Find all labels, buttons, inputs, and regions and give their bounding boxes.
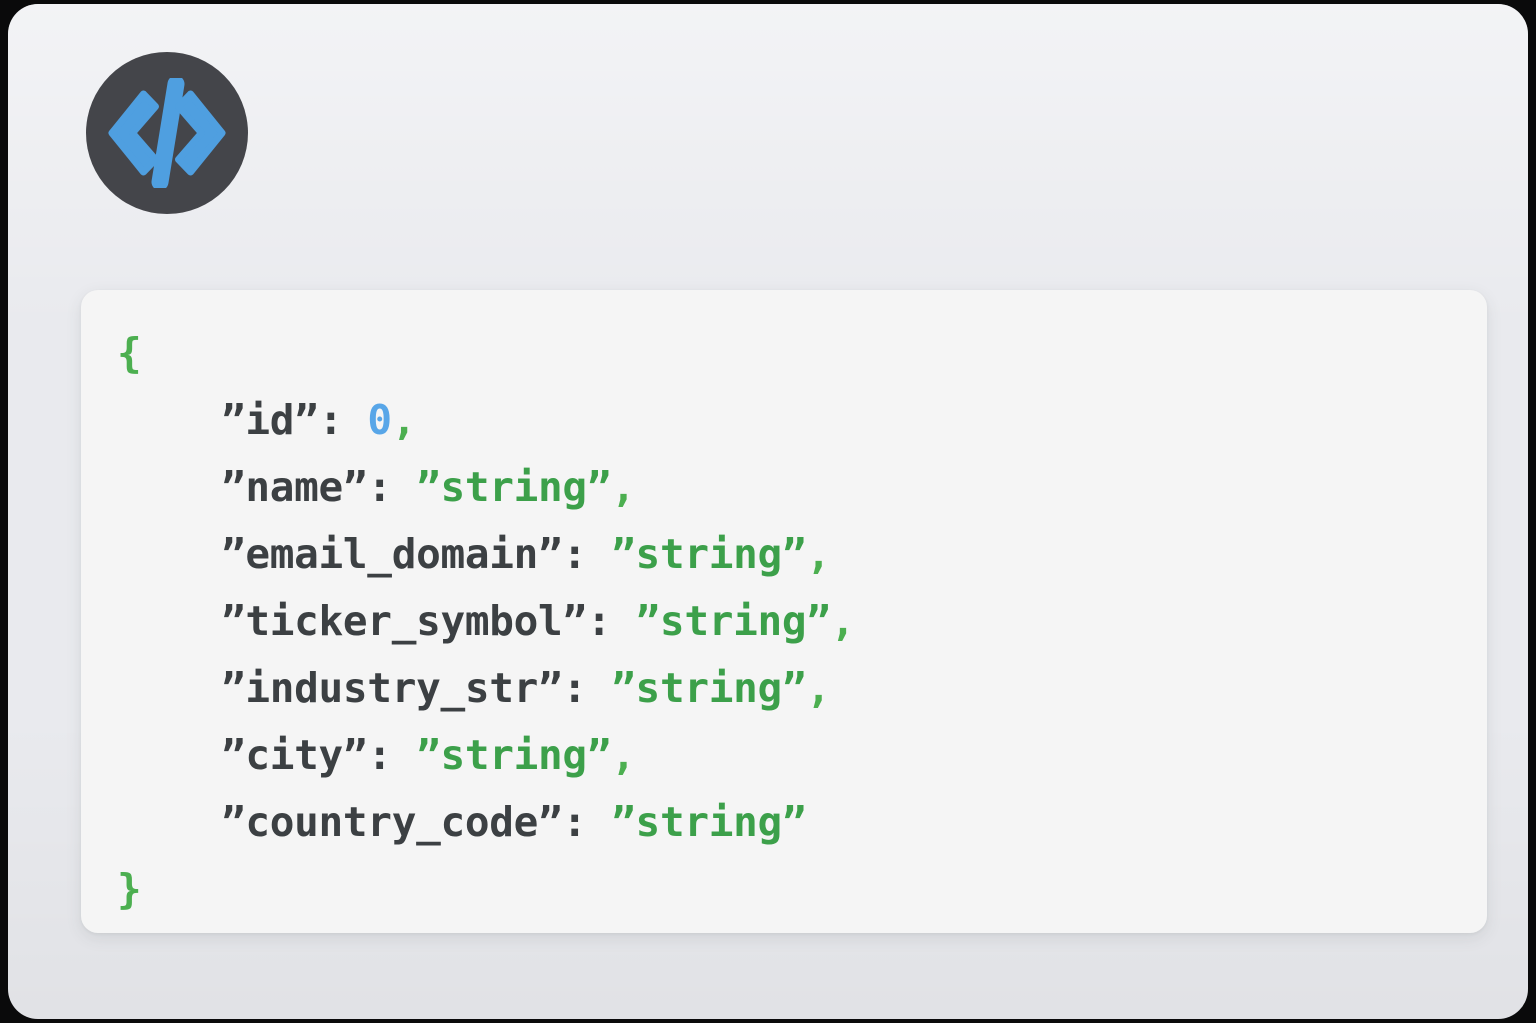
code-token-string: ”string”	[635, 597, 831, 645]
code-token-string: ”string”	[416, 731, 612, 779]
code-token-punct: :	[562, 530, 587, 578]
code-token-punct	[392, 463, 416, 511]
code-token-punct: :	[562, 798, 587, 846]
code-token-key: ”name”	[221, 463, 368, 511]
code-token-comma: ,	[806, 530, 831, 578]
code-token-punct: :	[562, 664, 587, 712]
code-line: ”industry_str”: ”string”,	[117, 655, 1469, 722]
code-token-brace: }	[117, 865, 142, 913]
code-logo-badge	[86, 52, 248, 214]
code-line: ”id”: 0,	[117, 387, 1469, 454]
code-line: ”country_code”: ”string”	[117, 789, 1469, 856]
code-token-punct: :	[586, 597, 612, 645]
code-token-comma: ,	[806, 664, 831, 712]
code-brackets-icon	[108, 78, 226, 188]
code-token-key: ”industry_str”	[221, 664, 563, 712]
code-line: ”city”: ”string”,	[117, 722, 1469, 789]
code-token-punct: :	[318, 396, 344, 444]
code-token-punct	[392, 731, 416, 779]
code-line: ”ticker_symbol”: ”string”,	[117, 588, 1469, 655]
code-token-key: ”email_domain”	[221, 530, 563, 578]
code-token-comma: ,	[391, 396, 417, 444]
code-line: }	[117, 856, 1469, 923]
code-token-comma: ,	[830, 597, 856, 645]
code-token-string: ”string”	[611, 798, 807, 846]
code-token-key: ”city”	[221, 731, 368, 779]
code-token-key: ”country_code”	[221, 798, 563, 846]
code-line: ”name”: ”string”,	[117, 454, 1469, 521]
code-line: ”email_domain”: ”string”,	[117, 521, 1469, 588]
code-token-number: 0	[367, 396, 392, 444]
code-token-string: ”string”	[611, 664, 807, 712]
code-token-key: ”ticker_symbol”	[221, 597, 587, 645]
code-token-punct	[343, 396, 367, 444]
code-snippet-card[interactable]: {”id”: 0,”name”: ”string”,”email_domain”…	[81, 290, 1487, 933]
code-token-punct	[587, 530, 611, 578]
code-token-punct	[587, 798, 611, 846]
code-token-punct	[611, 597, 635, 645]
content-panel: {”id”: 0,”name”: ”string”,”email_domain”…	[8, 4, 1528, 1019]
code-line: {	[117, 320, 1469, 387]
code-token-punct: :	[367, 463, 392, 511]
code-token-string: ”string”	[611, 530, 807, 578]
code-token-key: ”id”	[221, 396, 319, 444]
code-token-comma: ,	[611, 731, 636, 779]
code-token-string: ”string”	[416, 463, 612, 511]
code-token-punct	[587, 664, 611, 712]
code-token-brace: {	[117, 329, 142, 377]
code-token-comma: ,	[611, 463, 636, 511]
json-schema-code: {”id”: 0,”name”: ”string”,”email_domain”…	[117, 320, 1469, 923]
code-token-punct: :	[367, 731, 392, 779]
